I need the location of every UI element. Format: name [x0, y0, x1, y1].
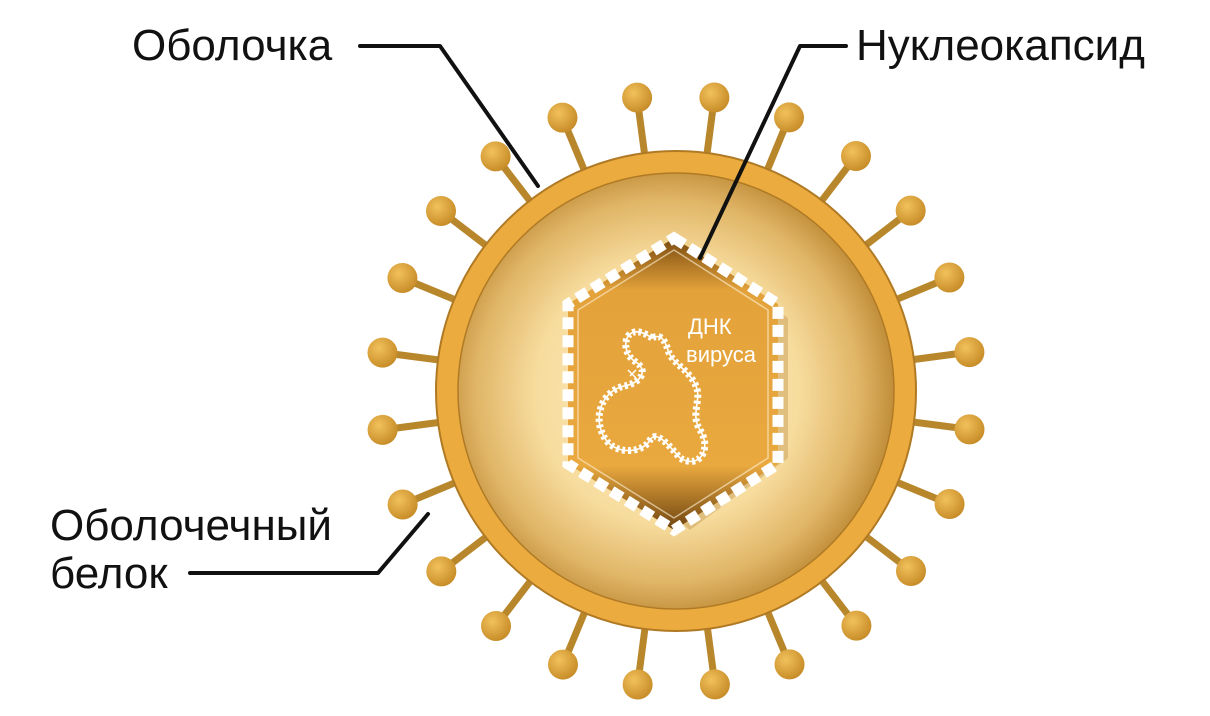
dna-label-line2: вируса — [686, 342, 757, 367]
spike-head — [367, 414, 398, 445]
dna-label-line1: ДНК — [688, 314, 732, 339]
nucleocapsid-leader-line — [698, 44, 848, 260]
envelope-protein-label-line1: Оболочечный — [50, 501, 332, 550]
spike-head — [547, 649, 578, 680]
spike-head — [774, 102, 805, 133]
spike-head — [622, 82, 653, 113]
spike-head — [699, 669, 730, 700]
viral-dna-strand — [595, 328, 709, 465]
spike-head — [934, 489, 965, 520]
spike-head — [934, 262, 965, 293]
nucleocapsid-inner-edge — [577, 249, 769, 519]
nucleocapsid-hexagon — [568, 238, 778, 530]
spike-head — [954, 337, 985, 368]
spike-head — [481, 610, 512, 641]
nucleocapsid-border — [562, 231, 784, 537]
envelope-protein-label-line2: белок — [50, 549, 168, 598]
spike-head — [840, 141, 871, 172]
spike-head — [699, 82, 730, 113]
nucleocapsid-label: Нуклеокапсид — [856, 21, 1145, 70]
spike-head — [367, 337, 398, 368]
spike-head — [547, 102, 578, 133]
spike-head — [387, 262, 418, 293]
spike-head — [954, 414, 985, 445]
spike-head — [774, 649, 805, 680]
envelope-protein-spikes — [367, 82, 985, 700]
envelope-leader-line — [358, 44, 540, 188]
spike-head — [426, 556, 457, 587]
spike-head — [387, 489, 418, 520]
spike-head — [895, 195, 926, 226]
spike-head — [841, 610, 872, 641]
spike-head — [622, 669, 653, 700]
spike-head — [480, 141, 511, 172]
envelope-protein-leader-line — [188, 512, 430, 575]
spike-head — [426, 196, 457, 227]
spike-head — [895, 555, 926, 586]
envelope-label: Оболочка — [132, 21, 333, 70]
